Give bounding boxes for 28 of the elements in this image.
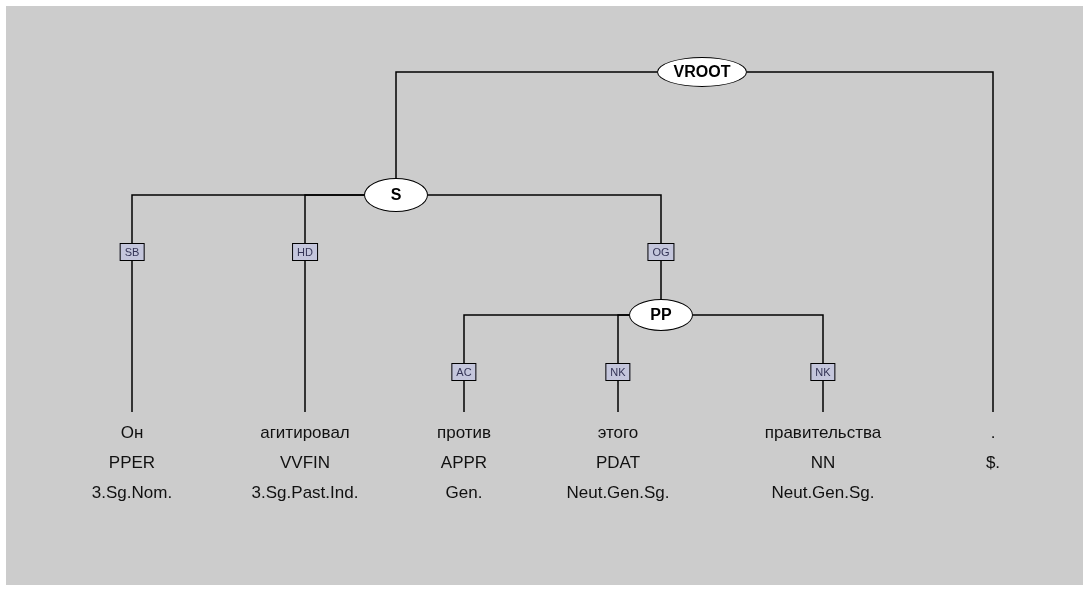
token-word: правительства (764, 422, 882, 444)
tree-branch (692, 314, 824, 413)
morph-features: Neut.Gen.Sg. (566, 482, 670, 504)
edge-label: NK (605, 363, 631, 381)
token-word: против (436, 422, 492, 444)
edge-label: AC (451, 363, 477, 381)
morph-features: Gen. (445, 482, 483, 504)
pos-tag: NN (810, 448, 836, 478)
pos-tag: $. (985, 448, 1001, 478)
token-word: Он (120, 422, 144, 444)
token-word: этого (597, 422, 639, 444)
edge-label: OG (647, 243, 675, 261)
tree-branch (427, 194, 662, 300)
tree-branch (304, 194, 365, 413)
pos-tag: APPR (440, 448, 488, 478)
morph-features: Neut.Gen.Sg. (771, 482, 875, 504)
pos-tag: PDAT (595, 448, 641, 478)
tree-branch (395, 71, 658, 179)
edge-label: HD (292, 243, 318, 261)
edge-label: NK (810, 363, 836, 381)
token-word: . (990, 422, 996, 444)
morph-features: 3.Sg.Nom. (91, 482, 173, 504)
tree-branch (746, 71, 994, 413)
morph-features: 3.Sg.Past.Ind. (251, 482, 359, 504)
pos-tag: VVFIN (279, 448, 331, 478)
edge-label: SB (119, 243, 145, 261)
token-word: агитировал (260, 422, 350, 444)
pos-tag: PPER (108, 448, 156, 478)
